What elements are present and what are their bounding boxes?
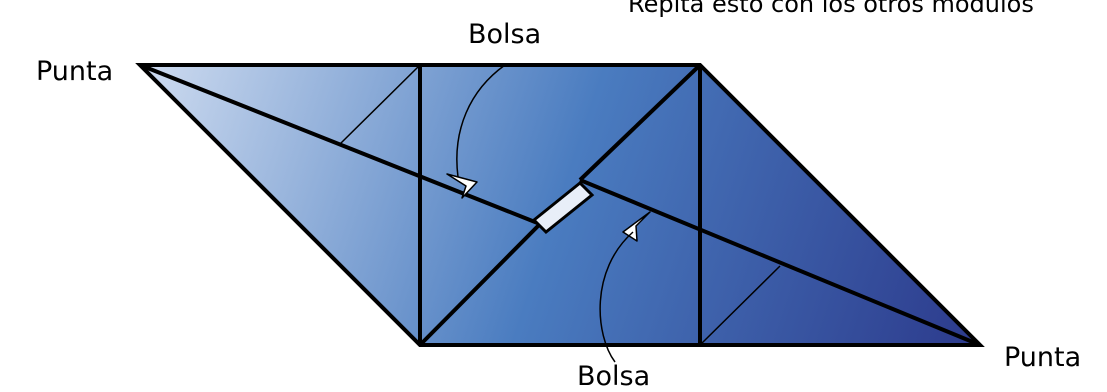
thin-fold-right (699, 265, 781, 346)
center-diagonal-upper (578, 63, 702, 182)
bolsa-upper-arrow (456, 64, 506, 178)
thin-fold-left (339, 64, 421, 145)
pocket-marker-upper (446, 173, 478, 199)
main-diagonal-lower (579, 178, 981, 347)
punta-label-left: Punta (36, 56, 113, 87)
pocket-marker-lower (622, 211, 651, 242)
punta-label-right: Punta (1004, 342, 1081, 373)
instruction-text: Repita esto con los otros módulos (628, 0, 1034, 18)
center-diagonal-lower (418, 222, 542, 347)
bolsa-lower-arrow (599, 231, 634, 363)
main-diagonal-upper (139, 63, 541, 226)
bolsa-label-bottom: Bolsa (577, 361, 650, 392)
pocket-slit (531, 180, 595, 235)
bolsa-label-top: Bolsa (468, 19, 541, 50)
fold-lines (139, 63, 981, 347)
